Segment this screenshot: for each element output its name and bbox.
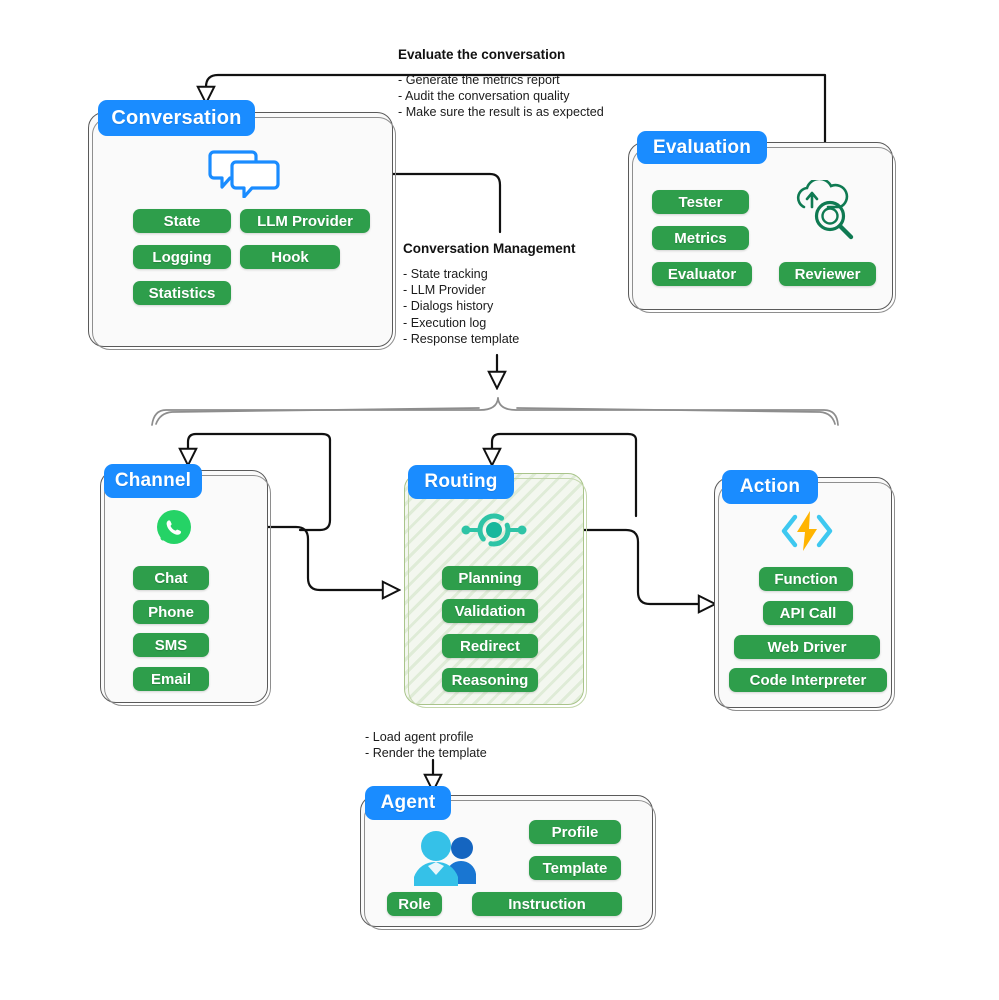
note-evaluate-the-conversation: Evaluate the conversation - Generate the… [398, 47, 604, 121]
pill-phone[interactable]: Phone [133, 600, 209, 624]
pill-instruction[interactable]: Instruction [472, 892, 622, 916]
tab-action[interactable]: Action [722, 470, 818, 504]
pill-email[interactable]: Email [133, 667, 209, 691]
routing-node-icon [461, 513, 527, 547]
note-line: - Make sure the result is as expected [398, 105, 604, 120]
note-line: - Audit the conversation quality [398, 89, 570, 104]
pill-function[interactable]: Function [759, 567, 853, 591]
tab-conversation[interactable]: Conversation [98, 100, 255, 136]
note-title: Conversation Management [403, 241, 576, 256]
note-agent: - Load agent profile - Render the templa… [365, 729, 487, 761]
pill-validation[interactable]: Validation [442, 599, 538, 623]
note-title: Evaluate the conversation [398, 47, 566, 62]
note-line: - Render the template [365, 746, 487, 761]
pill-planning[interactable]: Planning [442, 566, 538, 590]
note-line: - Execution log [403, 315, 487, 330]
whatsapp-icon [157, 510, 191, 544]
people-icon [414, 831, 476, 886]
note-line: - State tracking [403, 267, 488, 281]
pill-state[interactable]: State [133, 209, 231, 233]
pill-code-interpreter[interactable]: Code Interpreter [729, 668, 887, 692]
note-line: - LLM Provider [403, 283, 486, 298]
pill-llm-provider[interactable]: LLM Provider [240, 209, 370, 233]
pill-template[interactable]: Template [529, 856, 621, 880]
pill-evaluator[interactable]: Evaluator [652, 262, 752, 286]
chat-bubbles-icon [208, 150, 280, 198]
pill-logging[interactable]: Logging [133, 245, 231, 269]
pill-role[interactable]: Role [387, 892, 442, 916]
tab-channel[interactable]: Channel [104, 464, 202, 498]
note-line: - Dialogs history [403, 299, 494, 314]
pill-sms[interactable]: SMS [133, 633, 209, 657]
tab-routing[interactable]: Routing [408, 465, 514, 499]
function-bolt-icon [781, 511, 833, 551]
pill-reviewer[interactable]: Reviewer [779, 262, 876, 286]
tab-evaluation[interactable]: Evaluation [637, 131, 767, 164]
pill-reasoning[interactable]: Reasoning [442, 668, 538, 692]
pill-metrics[interactable]: Metrics [652, 226, 749, 250]
pill-api-call[interactable]: API Call [763, 601, 853, 625]
pill-hook[interactable]: Hook [240, 245, 340, 269]
pill-tester[interactable]: Tester [652, 190, 749, 214]
pill-statistics[interactable]: Statistics [133, 281, 231, 305]
routing-card [404, 473, 587, 708]
note-line: - Load agent profile [365, 730, 474, 744]
tab-agent[interactable]: Agent [365, 786, 451, 820]
note-line: - Generate the metrics report [398, 73, 560, 87]
pill-redirect[interactable]: Redirect [442, 634, 538, 658]
cloud-search-icon [796, 180, 854, 240]
pill-web-driver[interactable]: Web Driver [734, 635, 880, 659]
pill-chat[interactable]: Chat [133, 566, 209, 590]
note-line: - Response template [403, 331, 520, 346]
note-conversation-management: Conversation Management - State tracking… [403, 241, 576, 347]
pill-profile[interactable]: Profile [529, 820, 621, 844]
